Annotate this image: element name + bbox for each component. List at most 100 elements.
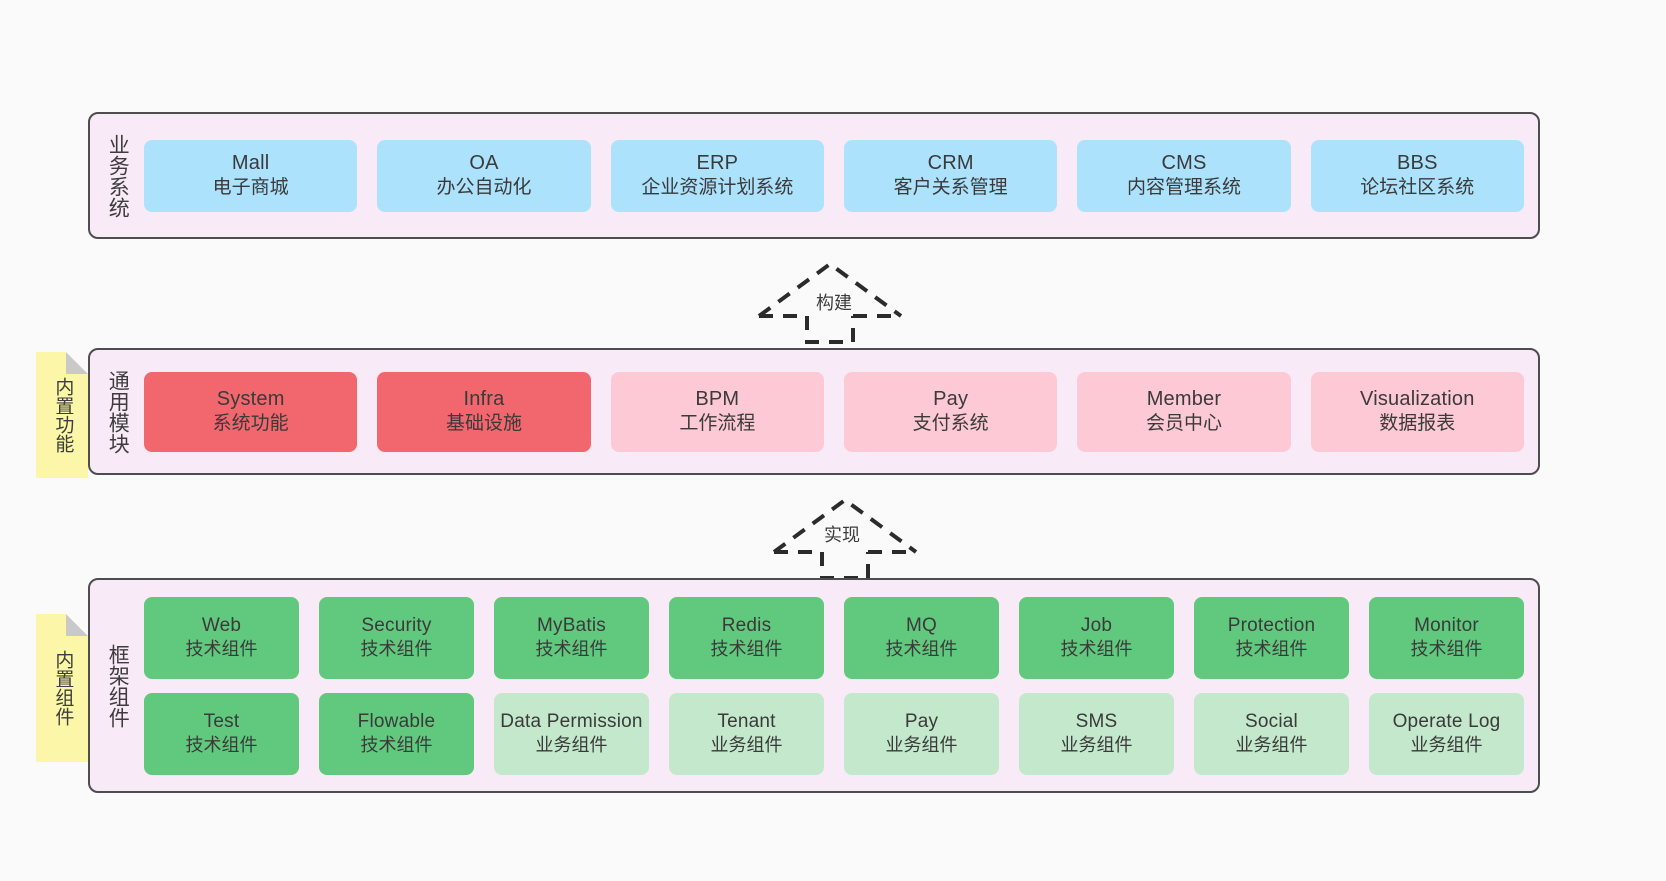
card-cms[interactable]: CMS 内容管理系统 — [1077, 139, 1291, 212]
card-title-en: Visualization — [1360, 388, 1475, 411]
card-title-en: Mall — [231, 152, 270, 175]
layer-common-modules-title: 通用模块 — [106, 369, 130, 454]
card-title-cn: 业务组件 — [710, 735, 783, 756]
card-row: System 系统功能 Infra 基础设施 BPM 工作流程 Pay 支付系统… — [144, 371, 1524, 452]
card-operate-log[interactable]: Operate Log 业务组件 — [1369, 692, 1524, 775]
card-title-cn: 系统功能 — [212, 413, 289, 435]
sticky-note-builtin-feature: 内置功能 — [36, 352, 88, 478]
layer-business-systems-title: 业务系统 — [106, 133, 130, 218]
card-row: Web 技术组件 Security 技术组件 MyBatis 技术组件 Redi… — [144, 596, 1524, 679]
sticky-note-label: 内置组件 — [52, 650, 74, 726]
card-pay[interactable]: Pay 支付系统 — [843, 371, 1058, 452]
card-title-cn: 业务组件 — [885, 735, 958, 756]
page-fold-icon — [66, 352, 88, 374]
card-mq[interactable]: MQ 技术组件 — [844, 596, 999, 679]
card-title-en: MQ — [905, 615, 937, 637]
card-job[interactable]: Job 技术组件 — [1019, 596, 1174, 679]
card-title-cn: 业务组件 — [535, 735, 608, 756]
card-web[interactable]: Web 技术组件 — [144, 596, 299, 679]
card-title-cn: 技术组件 — [885, 639, 958, 660]
card-protection[interactable]: Protection 技术组件 — [1194, 596, 1349, 679]
card-mall[interactable]: Mall 电子商城 — [144, 139, 358, 212]
card-oa[interactable]: OA 办公自动化 — [377, 139, 591, 212]
card-flowable[interactable]: Flowable 技术组件 — [319, 692, 474, 775]
card-title-en: Member — [1146, 388, 1222, 411]
card-sms[interactable]: SMS 业务组件 — [1019, 692, 1174, 775]
card-title-en: Job — [1080, 615, 1113, 637]
card-title-en: Pay — [933, 388, 969, 411]
card-title-cn: 内容管理系统 — [1126, 177, 1241, 199]
layer-business-systems-body: Mall 电子商城 OA 办公自动化 ERP 企业资源计划系统 CRM 客户关系… — [144, 114, 1538, 237]
card-system[interactable]: System 系统功能 — [144, 371, 358, 452]
card-title-en: Flowable — [357, 711, 436, 733]
card-row: Mall 电子商城 OA 办公自动化 ERP 企业资源计划系统 CRM 客户关系… — [144, 139, 1524, 212]
card-title-en: BPM — [695, 388, 740, 411]
card-bpm[interactable]: BPM 工作流程 — [610, 371, 824, 452]
card-title-cn: 技术组件 — [1410, 639, 1483, 660]
card-title-cn: 业务组件 — [1410, 735, 1483, 756]
card-mybatis[interactable]: MyBatis 技术组件 — [494, 596, 649, 679]
card-title-cn: 业务组件 — [1060, 735, 1133, 756]
card-title-cn: 技术组件 — [185, 735, 258, 756]
card-title-en: CRM — [927, 152, 974, 175]
card-title-cn: 支付系统 — [912, 413, 989, 435]
card-title-cn: 电子商城 — [212, 177, 289, 199]
card-title-cn: 技术组件 — [1060, 639, 1133, 660]
card-social[interactable]: Social 业务组件 — [1194, 692, 1349, 775]
card-erp[interactable]: ERP 企业资源计划系统 — [610, 139, 824, 212]
card-title-en: Data Permission — [500, 711, 643, 733]
card-title-en: System — [216, 388, 285, 411]
layer-framework-components-body: Web 技术组件 Security 技术组件 MyBatis 技术组件 Redi… — [144, 580, 1538, 791]
card-bbs[interactable]: BBS 论坛社区系统 — [1310, 139, 1524, 212]
card-title-en: Pay — [904, 711, 939, 733]
card-title-cn: 技术组件 — [360, 639, 433, 660]
card-title-cn: 基础设施 — [445, 413, 522, 435]
card-title-cn: 技术组件 — [535, 639, 608, 660]
card-tenant[interactable]: Tenant 业务组件 — [669, 692, 824, 775]
card-title-en: BBS — [1396, 152, 1438, 175]
card-title-cn: 工作流程 — [679, 413, 756, 435]
card-title-cn: 技术组件 — [360, 735, 433, 756]
card-title-cn: 会员中心 — [1145, 413, 1222, 435]
card-title-en: CMS — [1161, 152, 1207, 175]
card-data-permission[interactable]: Data Permission 业务组件 — [494, 692, 649, 775]
card-infra[interactable]: Infra 基础设施 — [377, 371, 591, 452]
card-row: Test 技术组件 Flowable 技术组件 Data Permission … — [144, 692, 1524, 775]
card-title-en: Social — [1245, 711, 1298, 733]
arrow-build-label: 构建 — [816, 293, 852, 313]
card-title-en: Tenant — [717, 711, 776, 733]
layer-framework-components-title: 框架组件 — [106, 643, 130, 728]
card-title-en: Security — [361, 615, 432, 637]
card-redis[interactable]: Redis 技术组件 — [669, 596, 824, 679]
card-title-cn: 技术组件 — [710, 639, 783, 660]
card-title-en: MyBatis — [537, 615, 606, 637]
card-title-en: Infra — [463, 388, 505, 411]
card-test[interactable]: Test 技术组件 — [144, 692, 299, 775]
card-member[interactable]: Member 会员中心 — [1077, 371, 1291, 452]
card-title-en: Monitor — [1414, 615, 1479, 637]
card-title-en: Protection — [1227, 615, 1316, 637]
page-fold-icon — [66, 614, 88, 636]
card-security[interactable]: Security 技术组件 — [319, 596, 474, 679]
card-title-cn: 办公自动化 — [436, 177, 532, 199]
card-title-cn: 技术组件 — [1235, 639, 1308, 660]
card-visualization[interactable]: Visualization 数据报表 — [1310, 371, 1524, 452]
card-title-en: Redis — [721, 615, 772, 637]
card-title-cn: 业务组件 — [1235, 735, 1308, 756]
card-pay-component[interactable]: Pay 业务组件 — [844, 692, 999, 775]
arrow-implement-label: 实现 — [824, 525, 860, 545]
card-crm[interactable]: CRM 客户关系管理 — [843, 139, 1058, 212]
sticky-note-builtin-component: 内置组件 — [36, 614, 88, 762]
card-title-en: Web — [201, 615, 242, 637]
card-title-cn: 论坛社区系统 — [1360, 177, 1475, 199]
card-title-cn: 数据报表 — [1379, 413, 1456, 435]
layer-framework-components: 框架组件 Web 技术组件 Security 技术组件 MyBatis 技术组件… — [88, 578, 1540, 793]
card-title-en: OA — [469, 152, 499, 175]
card-title-en: SMS — [1075, 711, 1118, 733]
layer-common-modules-body: System 系统功能 Infra 基础设施 BPM 工作流程 Pay 支付系统… — [144, 350, 1538, 473]
card-monitor[interactable]: Monitor 技术组件 — [1369, 596, 1524, 679]
layer-common-modules: 通用模块 System 系统功能 Infra 基础设施 BPM 工作流程 Pay… — [88, 348, 1540, 475]
card-title-en: Operate Log — [1392, 711, 1501, 733]
card-title-cn: 客户关系管理 — [893, 177, 1008, 199]
